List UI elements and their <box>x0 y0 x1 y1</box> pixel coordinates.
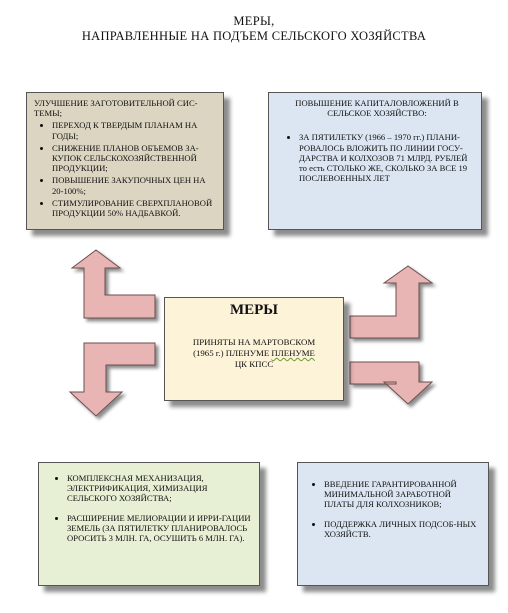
list-item: РАСШИРЕНИЕ МЕЛИОРАЦИИ И ИРРИ-ГАЦИИ ЗЕМЕЛ… <box>67 513 251 544</box>
box-procurement-system: УЛУЧШЕНИЕ ЗАГОТОВИТЕЛЬНОЙ СИС-ТЕМЫ; ПЕРЕ… <box>26 92 224 230</box>
title-line-2: НАПРАВЛЕННЫЕ НА ПОДЪЕМ СЕЛЬСКОГО ХОЗЯЙСТ… <box>81 29 427 43</box>
bullet-list: КОМПЛЕКСНАЯ МЕХАНИЗАЦИЯ, ЭЛЕКТРИФИКАЦИЯ,… <box>49 473 251 543</box>
box-capital-investment: ПОВЫШЕНИЕ КАПИТАЛОВЛОЖЕНИЙ В СЕЛЬСКОЕ ХО… <box>268 92 482 230</box>
arrow-up-right <box>349 265 434 339</box>
arrow-up-left <box>70 249 156 319</box>
center-line-2a: (1965 г.) ПЛЕНУМЕ <box>193 348 272 358</box>
list-item: ВВЕДЕНИЕ ГАРАНТИРОВАННОЙ МИНИМАЛЬНОЙ ЗАР… <box>324 479 480 510</box>
bullet-list: ЗА ПЯТИЛЕТКУ (1966 – 1970 гг.) ПЛАНИ-РОВ… <box>281 132 473 183</box>
center-line-2b: ПЛЕНУМЕ <box>271 348 315 358</box>
center-line-3: ЦК КПСС <box>234 359 274 369</box>
arrow-down-right <box>349 361 434 405</box>
list-item: ПОВЫШЕНИЕ ЗАКУПОЧНЫХ ЦЕН НА 20-100%; <box>52 175 215 195</box>
list-item: ПЕРЕХОД К ТВЕРДЫМ ПЛАНАМ НА ГОДЫ; <box>52 120 215 140</box>
list-item: СТИМУЛИРОВАНИЕ СВЕРХПЛАНОВОЙ ПРОДУКЦИИ 5… <box>52 198 215 218</box>
center-title: МЕРЫ <box>229 302 279 318</box>
center-text: ПРИНЯТЫ НА МАРТОВСКОМ (1965 г.) ПЛЕНУМЕ … <box>179 337 329 370</box>
center-box: МЕРЫ ПРИНЯТЫ НА МАРТОВСКОМ (1965 г.) ПЛЕ… <box>164 297 344 401</box>
box-mechanization: КОМПЛЕКСНАЯ МЕХАНИЗАЦИЯ, ЭЛЕКТРИФИКАЦИЯ,… <box>38 462 260 586</box>
list-item: СНИЖЕНИЕ ПЛАНОВ ОБЪЕМОВ ЗА-КУПОК СЕЛЬСКО… <box>52 143 215 174</box>
bullet-list: ВВЕДЕНИЕ ГАРАНТИРОВАННОЙ МИНИМАЛЬНОЙ ЗАР… <box>306 479 480 539</box>
list-item: ЗА ПЯТИЛЕТКУ (1966 – 1970 гг.) ПЛАНИ-РОВ… <box>299 132 473 183</box>
arrow-down-left <box>68 342 156 417</box>
box-wages: ВВЕДЕНИЕ ГАРАНТИРОВАННОЙ МИНИМАЛЬНОЙ ЗАР… <box>297 462 489 586</box>
bullet-list: ПЕРЕХОД К ТВЕРДЫМ ПЛАНАМ НА ГОДЫ; СНИЖЕН… <box>34 120 215 218</box>
box-heading: УЛУЧШЕНИЕ ЗАГОТОВИТЕЛЬНОЙ СИС-ТЕМЫ; <box>34 98 198 119</box>
title-line-1: МЕРЫ, <box>233 14 275 28</box>
center-line-1: ПРИНЯТЫ НА МАРТОВСКОМ <box>192 337 316 347</box>
box-heading: ПОВЫШЕНИЕ КАПИТАЛОВЛОЖЕНИЙ В СЕЛЬСКОЕ ХО… <box>295 98 459 119</box>
list-item: ПОДДЕРЖКА ЛИЧНЫХ ПОДСОБ-НЫХ ХОЗЯЙСТВ. <box>324 519 480 539</box>
page-title: МЕРЫ, НАПРАВЛЕННЫЕ НА ПОДЪЕМ СЕЛЬСКОГО Х… <box>0 14 508 44</box>
list-item: КОМПЛЕКСНАЯ МЕХАНИЗАЦИЯ, ЭЛЕКТРИФИКАЦИЯ,… <box>67 473 251 504</box>
